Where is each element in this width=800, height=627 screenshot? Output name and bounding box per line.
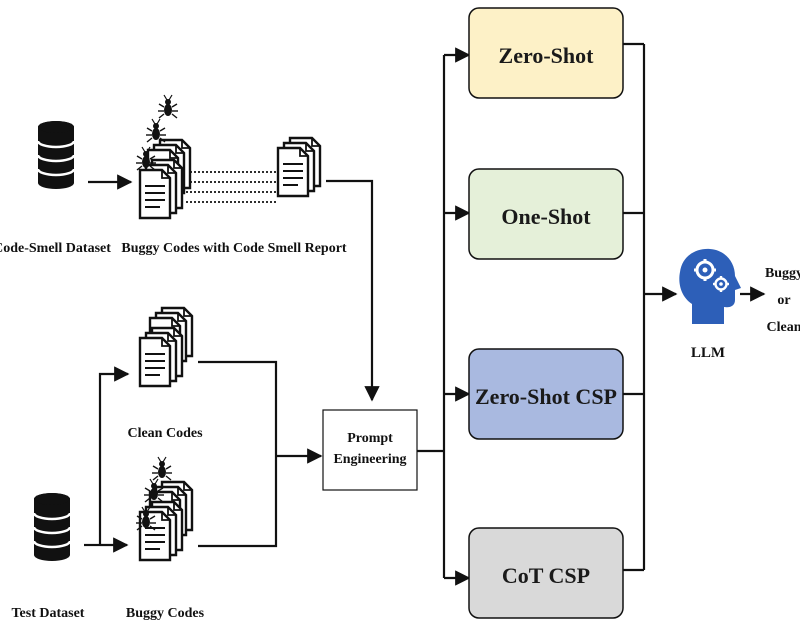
prompt-engineering-label-line2: Engineering — [333, 452, 406, 467]
head-gears-icon — [679, 248, 741, 324]
buggy-codes-with-report-icon — [135, 94, 190, 218]
buggy-codes-with-report-label: Buggy Codes with Code Smell Report — [121, 241, 347, 256]
arrow-test-to-clean — [98, 366, 130, 545]
test-dataset-icon — [32, 491, 72, 563]
clean-codes-label: Clean Codes — [127, 426, 203, 441]
one-shot-label: One-Shot — [501, 204, 591, 229]
output-clean-label: Clean — [767, 320, 800, 335]
bug-icon — [145, 118, 167, 143]
zero-shot-csp-label: Zero-Shot CSP — [475, 384, 617, 409]
test-dataset-label: Test Dataset — [12, 606, 85, 621]
strategy-cot-csp: CoT CSP — [468, 527, 624, 619]
buggy-codes-icon — [135, 456, 192, 560]
code-smell-dataset-icon — [36, 119, 76, 191]
zero-shot-label: Zero-Shot — [499, 43, 595, 68]
zero-shot-box — [468, 7, 624, 99]
line-clean-to-merge — [198, 360, 278, 456]
dotted-links — [186, 171, 278, 203]
strategy-zero-shot: Zero-Shot — [468, 7, 624, 99]
prompt-engineering-label-line1: Prompt — [347, 431, 393, 446]
code-smell-dataset-label: Code-Smell Dataset — [0, 241, 111, 256]
output-or-label: or — [777, 293, 790, 308]
line-buggy-to-merge — [198, 456, 278, 548]
prompt-engineering-box — [322, 409, 418, 491]
llm-label: LLM — [691, 345, 725, 361]
code-smell-report-icon — [278, 138, 320, 196]
strategy-one-shot: One-Shot — [468, 168, 624, 260]
strategy-zero-shot-csp: Zero-Shot CSP — [468, 348, 624, 440]
clean-codes-icon — [140, 308, 192, 386]
cot-csp-label: CoT CSP — [502, 563, 590, 588]
bug-icon — [151, 456, 173, 481]
output-buggy-label: Buggy — [765, 266, 800, 281]
bug-icon — [157, 94, 179, 119]
arrow-report-to-prompt — [326, 179, 380, 402]
buggy-codes-label: Buggy Codes — [126, 606, 205, 621]
cot-csp-box — [468, 527, 624, 619]
